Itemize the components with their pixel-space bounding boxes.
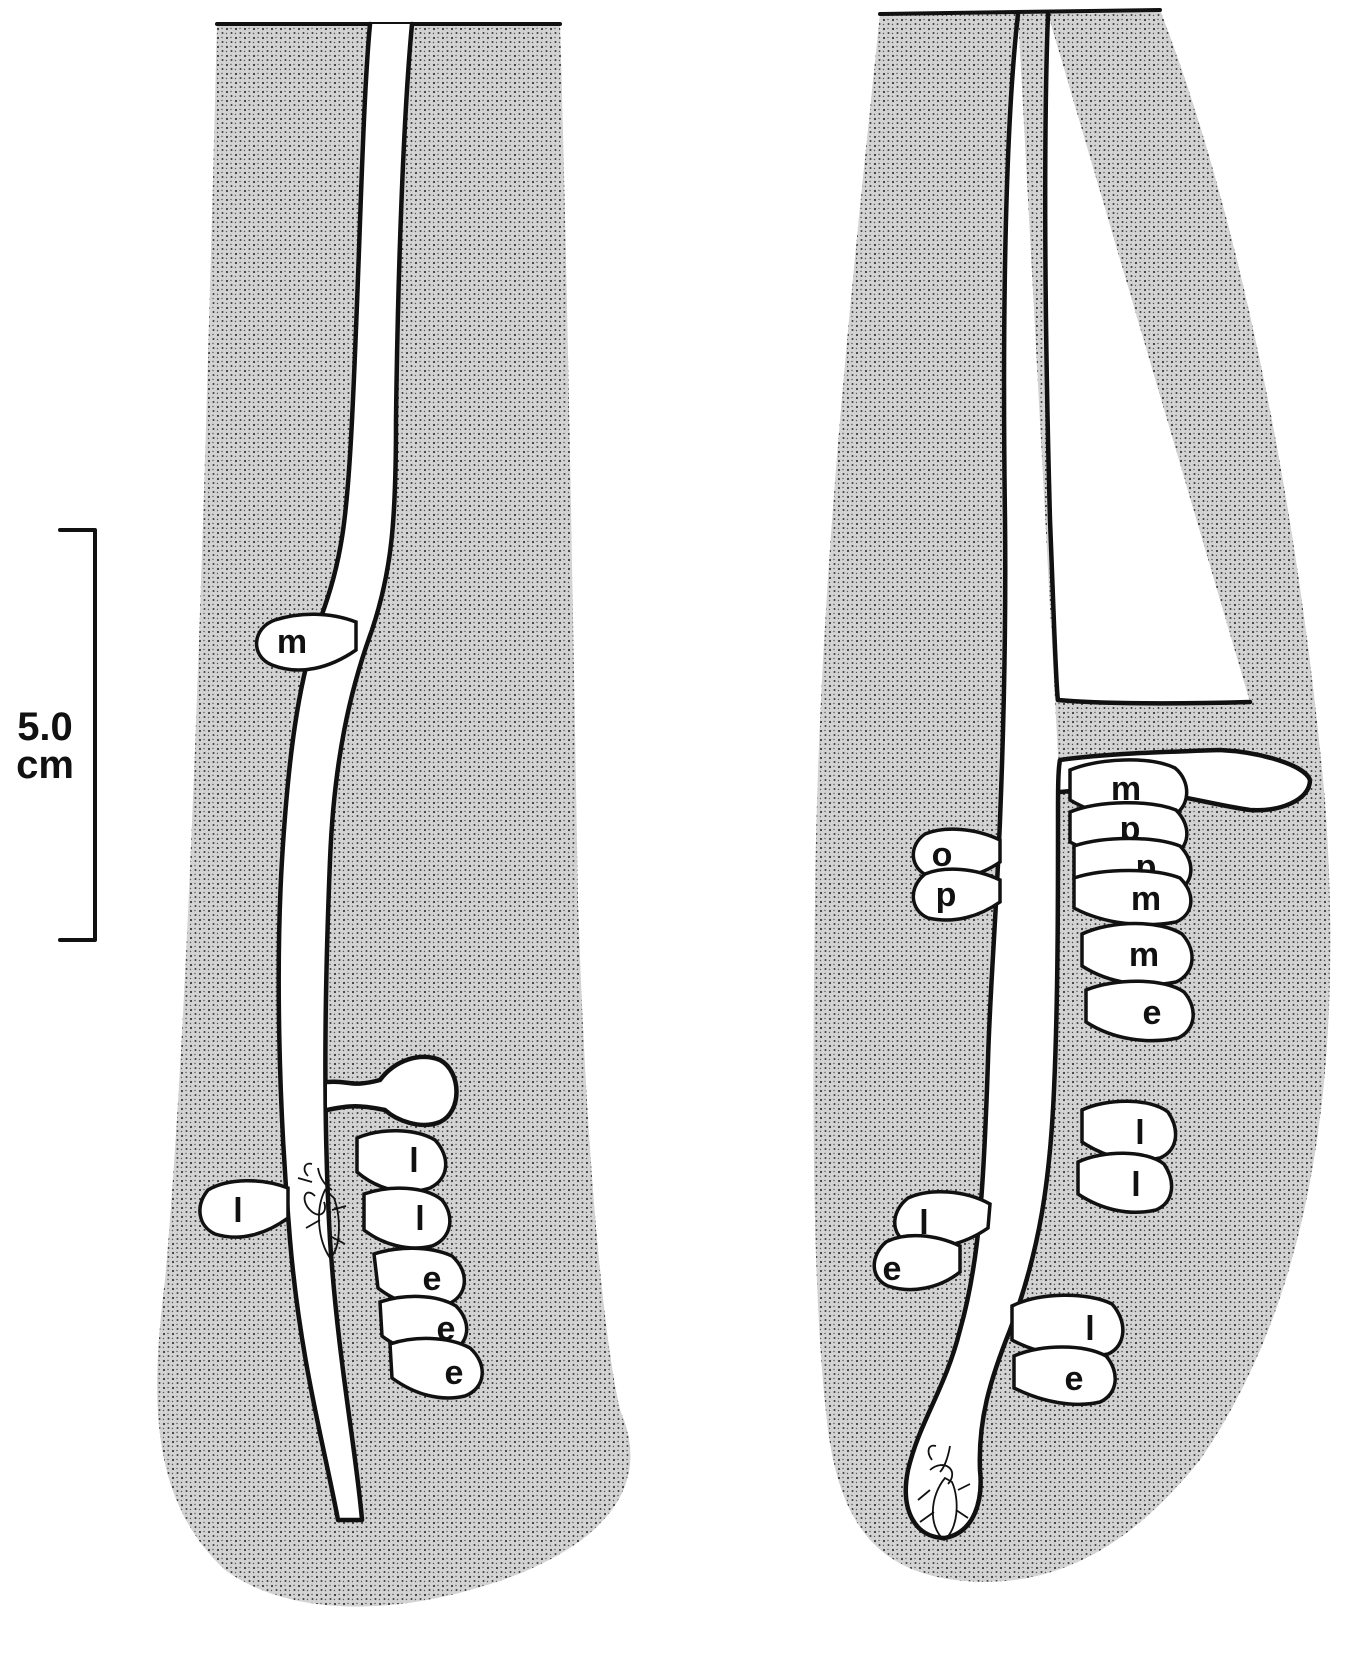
- left-nest: m l l l e e e: [157, 22, 630, 1607]
- cell-label: e: [1143, 994, 1162, 1032]
- scale-bar: 5.0 cm: [16, 530, 95, 940]
- cell-label: l: [1135, 1114, 1144, 1152]
- right-cell-m-3: m: [1082, 924, 1192, 985]
- cell-label: e: [445, 1354, 464, 1392]
- right-cell-e-1: e: [1086, 981, 1193, 1040]
- left-cell-l-1: l: [357, 1131, 446, 1192]
- cell-label: l: [1131, 1166, 1140, 1204]
- cell-label: l: [1085, 1310, 1094, 1348]
- cell-label: l: [415, 1200, 424, 1238]
- right-cell-e-2: e: [874, 1236, 960, 1290]
- right-cell-l-2: l: [1078, 1153, 1172, 1212]
- right-nest: m p p m m e o p: [813, 10, 1330, 1582]
- cell-label: e: [883, 1250, 902, 1288]
- right-cell-l-1: l: [1082, 1101, 1176, 1160]
- scale-unit: cm: [16, 743, 74, 787]
- cell-label: l: [409, 1142, 418, 1180]
- right-cell-e-3: e: [1014, 1347, 1115, 1404]
- right-cell-m-2: m: [1074, 871, 1191, 925]
- cell-label: e: [1065, 1360, 1084, 1398]
- cell-label: m: [1129, 936, 1159, 974]
- cell-label: p: [936, 876, 957, 914]
- cell-label: l: [233, 1192, 242, 1230]
- cell-label: m: [277, 623, 307, 661]
- left-cell-l-2: l: [364, 1188, 450, 1248]
- cell-label: e: [423, 1260, 442, 1298]
- cell-label: m: [1131, 880, 1161, 918]
